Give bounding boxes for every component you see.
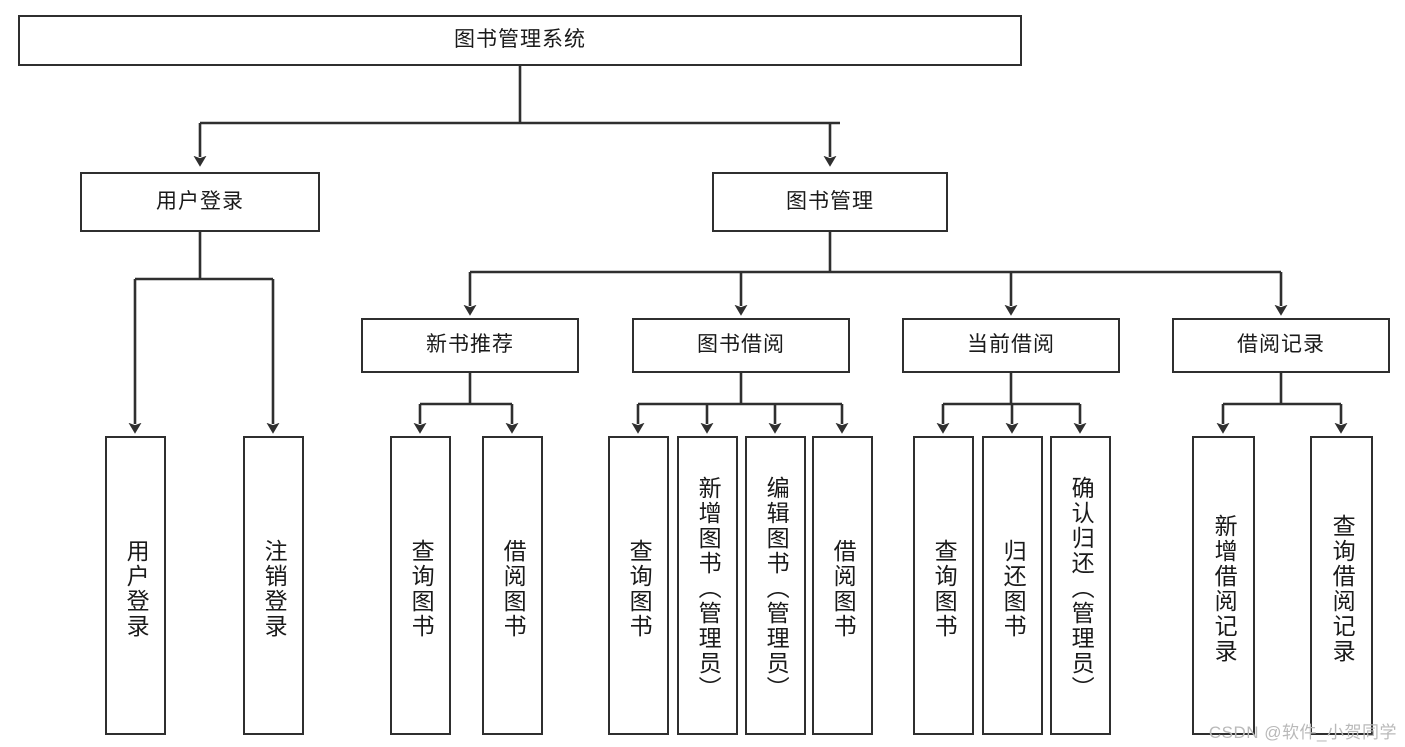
node-label: 新书推荐 bbox=[426, 333, 514, 357]
node-label: 查询图书 bbox=[626, 538, 653, 639]
node-leaf-edit-book-admin[interactable]: 编辑图书（管理员） bbox=[745, 436, 806, 735]
node-book-borrow[interactable]: 图书借阅 bbox=[632, 318, 850, 373]
node-leaf-user-login[interactable]: 用户登录 bbox=[105, 436, 166, 735]
node-new-book-recommend[interactable]: 新书推荐 bbox=[361, 318, 579, 373]
node-label: 用户登录 bbox=[123, 538, 150, 639]
node-label: 新增借阅记录 bbox=[1211, 513, 1238, 664]
node-label: 借阅记录 bbox=[1237, 333, 1325, 357]
node-borrow-record[interactable]: 借阅记录 bbox=[1172, 318, 1390, 373]
node-leaf-query-book-2[interactable]: 查询图书 bbox=[608, 436, 669, 735]
node-leaf-return-book[interactable]: 归还图书 bbox=[982, 436, 1043, 735]
node-label: 查询图书 bbox=[931, 538, 958, 639]
node-leaf-borrow-book-1[interactable]: 借阅图书 bbox=[482, 436, 543, 735]
node-leaf-query-book-3[interactable]: 查询图书 bbox=[913, 436, 974, 735]
node-label: 图书借阅 bbox=[697, 333, 785, 357]
node-label: 借阅图书 bbox=[500, 538, 527, 639]
node-current-borrow[interactable]: 当前借阅 bbox=[902, 318, 1120, 373]
node-leaf-add-book-admin[interactable]: 新增图书（管理员） bbox=[677, 436, 738, 735]
node-leaf-borrow-book-2[interactable]: 借阅图书 bbox=[812, 436, 873, 735]
node-label: 用户登录 bbox=[156, 189, 244, 213]
node-label: 注销登录 bbox=[261, 538, 288, 639]
node-leaf-user-logout[interactable]: 注销登录 bbox=[243, 436, 304, 735]
node-label: 当前借阅 bbox=[967, 333, 1055, 357]
node-leaf-add-borrow-record[interactable]: 新增借阅记录 bbox=[1192, 436, 1255, 735]
node-label: 编辑图书（管理员） bbox=[763, 476, 790, 701]
node-label: 确认归还（管理员） bbox=[1068, 476, 1095, 701]
node-user-login[interactable]: 用户登录 bbox=[80, 172, 320, 232]
node-label: 图书管理系统 bbox=[454, 28, 586, 52]
node-leaf-query-borrow-record[interactable]: 查询借阅记录 bbox=[1310, 436, 1373, 735]
node-label: 查询借阅记录 bbox=[1329, 513, 1356, 664]
node-leaf-query-book-1[interactable]: 查询图书 bbox=[390, 436, 451, 735]
node-root-book-management-system[interactable]: 图书管理系统 bbox=[18, 15, 1022, 66]
node-label: 查询图书 bbox=[408, 538, 435, 639]
csdn-watermark: CSDN @软件_小贺同学 bbox=[1208, 723, 1397, 742]
node-label: 图书管理 bbox=[786, 189, 874, 213]
node-leaf-confirm-return-admin[interactable]: 确认归还（管理员） bbox=[1050, 436, 1111, 735]
node-book-manage[interactable]: 图书管理 bbox=[712, 172, 948, 232]
node-label: 借阅图书 bbox=[830, 538, 857, 639]
node-label: 新增图书（管理员） bbox=[695, 476, 722, 701]
node-label: 归还图书 bbox=[1000, 538, 1027, 639]
